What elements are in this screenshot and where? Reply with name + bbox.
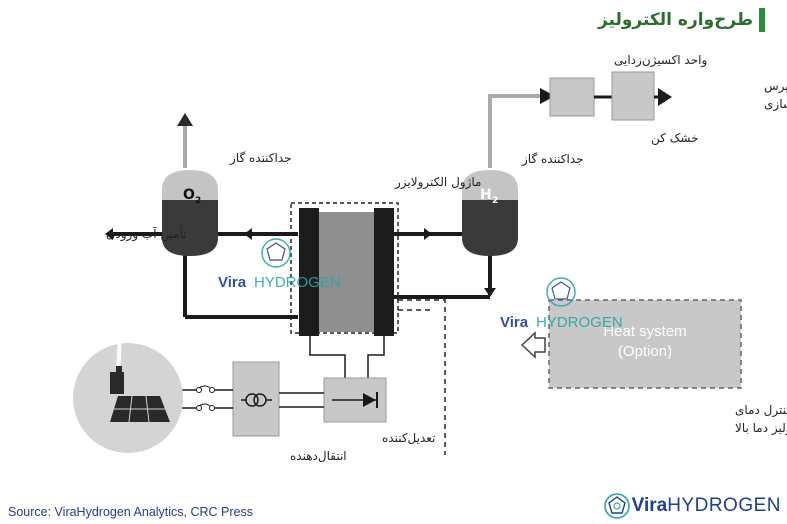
water-supply-label: تأمین آب ورودی [106, 225, 187, 242]
title-accent-bar [759, 8, 765, 32]
svg-text:Vira: Vira [218, 274, 247, 291]
transformer [178, 361, 324, 437]
title-block: طرح‌واره الکترولیز [598, 8, 765, 32]
compression-arrow [658, 88, 672, 106]
watermark-logo-2: Vira HYDROGEN [500, 277, 623, 331]
svg-text:HYDROGEN: HYDROGEN [536, 314, 623, 331]
o2-subscript: 2 [195, 196, 201, 206]
brand-logo-icon [603, 493, 630, 519]
purification-units [549, 71, 672, 121]
transformer-label: انتقال‌دهنده [290, 449, 347, 463]
deoxidizer-box [549, 77, 595, 117]
heat-description-1: برای تأمین بخار و کنترل دمای [735, 401, 787, 418]
oxygen-vent-arrow [177, 113, 193, 126]
control-lines [398, 299, 446, 455]
watermark-logo-1: Vira HYDROGEN [218, 238, 341, 291]
deoxidizer-label: واحد اکسیژن‌زدایی [614, 53, 707, 68]
oxygen-separator-label: جداکننده گاز [229, 151, 292, 166]
dryer-box [611, 71, 655, 121]
module-label: ماژول الکترولایزر [394, 175, 481, 190]
hydrogen-separator-label: جداکننده گاز [521, 152, 584, 167]
electrolyzer-module [290, 202, 399, 336]
rectifier [309, 336, 387, 423]
brand-logo: ViraHYDROGEN [602, 491, 781, 521]
switch-icon [196, 387, 202, 393]
dryer-label: خشک کن [651, 131, 699, 146]
heat-system-label: Heat system [603, 323, 686, 340]
compressor-label-1: برای کمپرس [764, 79, 787, 94]
solar-panel-icon [110, 395, 170, 423]
hydrogen-separator-tank: H 2 [462, 88, 555, 256]
page-title: طرح‌واره الکترولیز [597, 10, 753, 30]
heat-description-2: مجموعه در الکترولیز دما بالا [735, 421, 787, 436]
heat-arrow-icon [520, 331, 546, 359]
svg-text:Vira: Vira [500, 314, 529, 331]
source-caption: Source: ViraHydrogen Analytics, CRC Pres… [8, 505, 254, 519]
brand-hydrogen: HYDROGEN [667, 495, 781, 516]
rectifier-label: تعدیل‌کننده [382, 431, 435, 445]
h2-subscript: 2 [492, 196, 498, 206]
heat-system-option: (Option) [618, 343, 672, 360]
oxygen-separator-tank: O 2 [162, 113, 218, 256]
water-pipes [105, 228, 496, 319]
factory-icon [110, 372, 124, 394]
water-supply-arrow [105, 228, 113, 240]
svg-text:HYDROGEN: HYDROGEN [254, 274, 341, 291]
brand-vira: Vira [631, 495, 668, 516]
heat-system: Heat system (Option) [520, 299, 742, 389]
o2-symbol: O [183, 187, 195, 203]
diode-icon [363, 393, 376, 407]
h2-symbol: H [480, 187, 492, 203]
power-source [73, 295, 183, 453]
